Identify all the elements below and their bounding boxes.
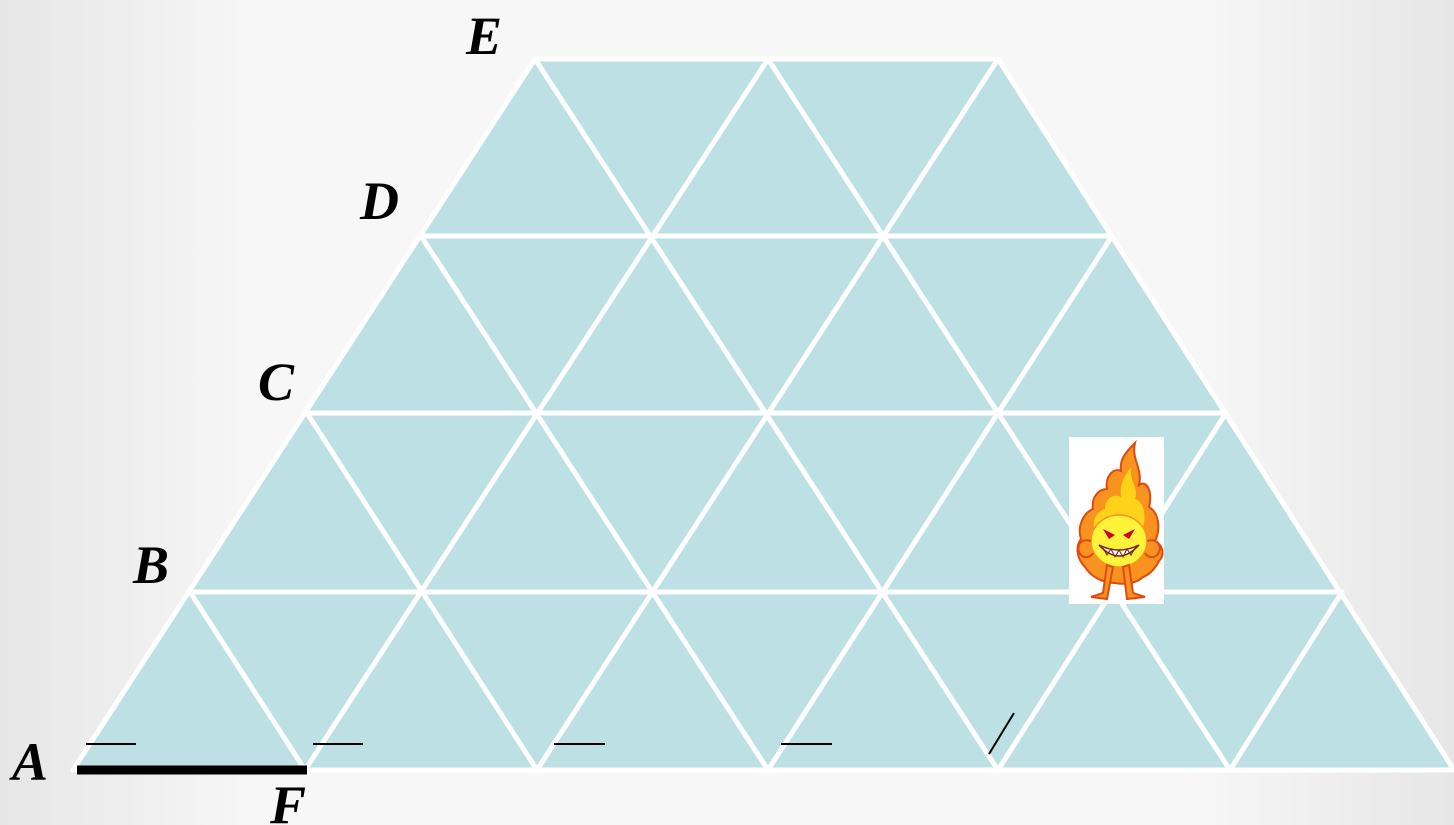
- flame-arm-right: [1144, 539, 1161, 559]
- diag-dr-4: [532, 56, 1001, 773]
- flame-eye-left: [1103, 529, 1115, 539]
- flame-face: [1090, 514, 1148, 568]
- diag-ur-1: [70, 56, 538, 773]
- label-a: A: [9, 732, 48, 792]
- flame-leg-left: [1090, 563, 1115, 601]
- diag-dr-2: [304, 410, 540, 773]
- flame-character-icon: [1069, 437, 1164, 604]
- flame-leg-right: [1121, 563, 1146, 601]
- label-b: B: [132, 535, 169, 595]
- flame-teeth: [1102, 547, 1136, 559]
- label-e: E: [465, 6, 502, 66]
- diag-dr-5: [765, 56, 1233, 773]
- diag-dr-3: [418, 233, 771, 773]
- label-c: C: [258, 352, 295, 412]
- diagonal-lines-down-right: [187, 56, 1454, 773]
- diag-dr-1: [187, 589, 308, 773]
- slash-mark: [988, 712, 1015, 755]
- flame-arm-left: [1077, 539, 1094, 559]
- label-f: F: [269, 775, 306, 825]
- diag-ur-4: [765, 233, 1115, 773]
- dash-marks: [86, 712, 1015, 755]
- label-d: D: [359, 171, 399, 231]
- diag-dr-6: [995, 56, 1454, 773]
- flame-eye-right: [1123, 529, 1135, 539]
- diag-ur-6: [1227, 589, 1345, 773]
